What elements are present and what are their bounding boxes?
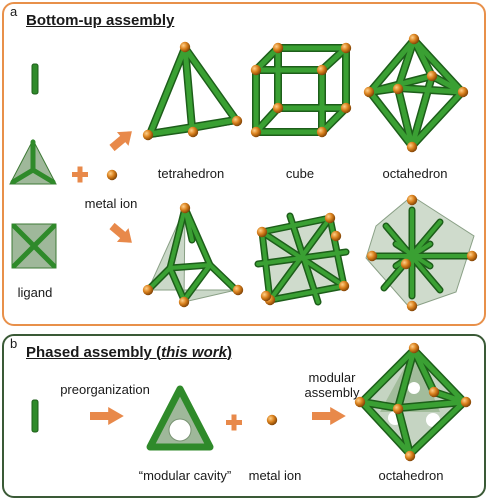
metal-ion-b-icon bbox=[266, 414, 278, 426]
modular-cavity-icon bbox=[146, 385, 214, 451]
plus-sign-b-icon bbox=[226, 414, 242, 431]
metal-ion-b-label: metal ion bbox=[248, 468, 302, 483]
cube-label: cube bbox=[285, 166, 315, 181]
panel-b-letter: b bbox=[10, 336, 18, 351]
modular-octahedron-cage bbox=[354, 342, 472, 462]
faced-cube-cage bbox=[254, 212, 350, 306]
panel-b-frame bbox=[2, 334, 486, 498]
linear-ligand-icon bbox=[31, 63, 39, 95]
product-octahedron-label: octahedron bbox=[378, 468, 444, 483]
plus-sign-icon bbox=[72, 166, 88, 183]
modular-assembly-line-1: modular bbox=[308, 370, 356, 385]
panel-b-title-emphasis: this work bbox=[161, 344, 227, 361]
panel-a-frame bbox=[2, 2, 486, 326]
preorganization-arrow-icon bbox=[90, 407, 124, 425]
panel-b-title: Phased assembly (this work) bbox=[26, 344, 232, 361]
modular-assembly-arrow-icon bbox=[312, 407, 346, 425]
arrow-to-bottom-row-icon bbox=[106, 219, 138, 250]
preorganization-label: preorganization bbox=[60, 382, 150, 397]
cube-cage bbox=[250, 42, 352, 138]
octahedron-label: octahedron bbox=[382, 166, 448, 181]
arrow-to-top-row-icon bbox=[106, 124, 138, 155]
panel-b-title-end: ) bbox=[226, 344, 232, 361]
ligand-label: ligand bbox=[17, 285, 53, 300]
modular-assembly-line-2: assembly bbox=[304, 385, 360, 400]
tetrahedron-label: tetrahedron bbox=[157, 166, 225, 181]
tetrahedron-cage bbox=[142, 41, 243, 141]
metal-ion-label: metal ion bbox=[84, 196, 138, 211]
panel-a-letter: a bbox=[10, 4, 18, 19]
square-ligand-icon bbox=[11, 223, 57, 269]
linear-ligand-b-icon bbox=[31, 399, 39, 433]
metal-ion-icon bbox=[106, 169, 118, 181]
octahedron-cage bbox=[363, 33, 469, 153]
modular-assembly-label: modular assembly bbox=[302, 370, 362, 400]
modular-cavity-label: “modular cavity” bbox=[138, 468, 232, 483]
triangular-ligand-icon bbox=[9, 138, 57, 185]
faced-tetrahedron-cage bbox=[142, 202, 244, 308]
panel-a-title: Bottom-up assembly bbox=[26, 12, 175, 29]
panel-b-title-main: Phased assembly ( bbox=[26, 344, 162, 361]
faced-octahedron-cage bbox=[365, 194, 478, 312]
